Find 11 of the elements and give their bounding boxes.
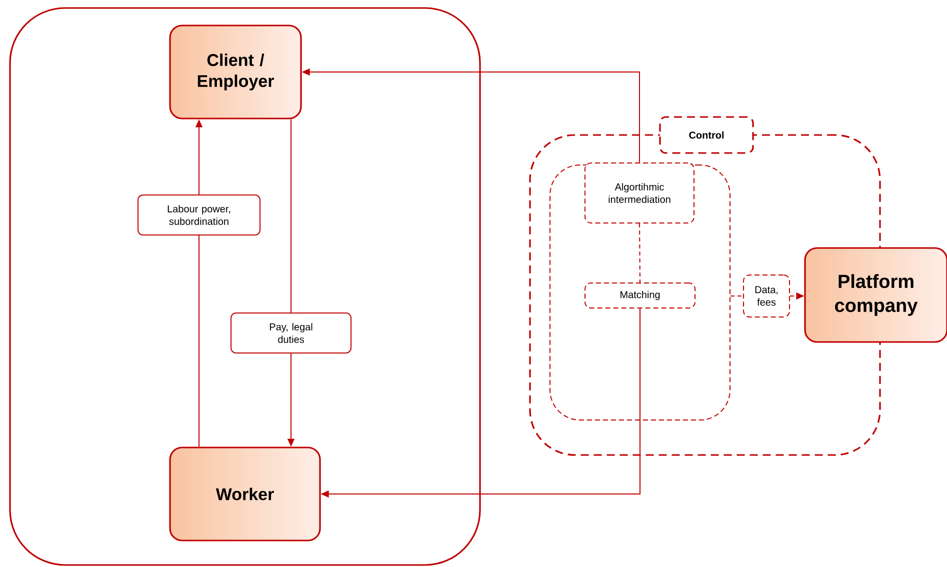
group-box <box>9 7 481 566</box>
process-box: Algortihmic intermediation <box>584 162 694 224</box>
entity-box: Worker <box>169 446 321 542</box>
entity-box: Client / Employer <box>169 24 302 120</box>
control-tag: Control <box>659 116 754 154</box>
relation-box: Labour power, subordination <box>138 194 260 236</box>
entity-box: Platform company <box>804 247 947 343</box>
process-box: Matching <box>584 282 696 308</box>
relation-box: Pay, legal duties <box>230 312 352 354</box>
intermediation-area <box>550 164 730 420</box>
process-box: Data, fees <box>743 274 790 318</box>
